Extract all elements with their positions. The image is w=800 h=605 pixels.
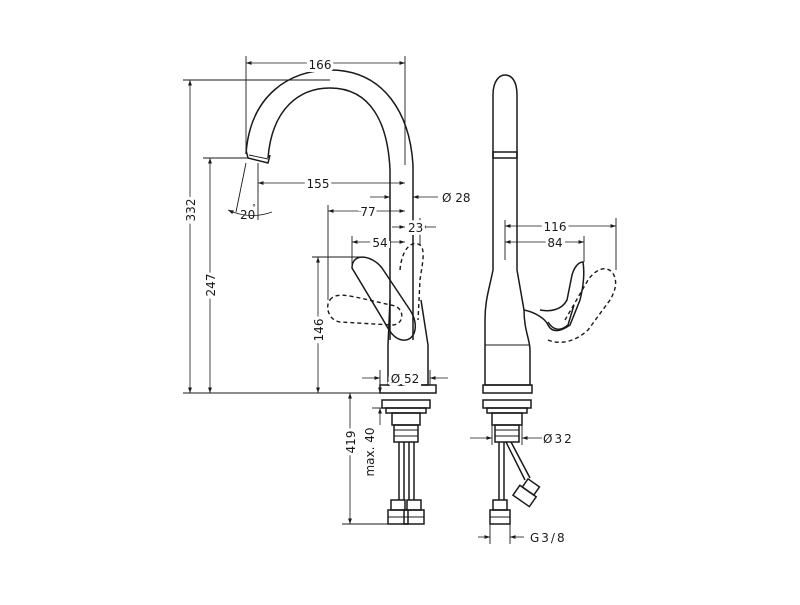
hose-fitting-right: [403, 499, 425, 525]
side-body: [484, 269, 531, 386]
dim-419-label: 419: [344, 431, 358, 454]
front-view: 166 332 247 155 20 ° 77 54 Ø 28: [181, 55, 471, 525]
dim-dia-52-label: Ø 52: [391, 372, 420, 386]
dim-54-label: 54: [372, 236, 387, 250]
dim-146-label: 146: [312, 319, 326, 342]
lever-handle: [351, 256, 417, 341]
hose-fitting-left: [387, 499, 409, 525]
base-plate: [379, 384, 437, 394]
dim-dia-28-label: Ø 28: [442, 191, 471, 205]
degree-mark: °: [252, 203, 256, 212]
dim-thread-label: G3/8: [530, 531, 567, 545]
aerator-nozzle: [245, 149, 271, 164]
lever-alt-position: [327, 294, 403, 326]
dim-23-label: 23: [408, 221, 423, 235]
dim-332-label: 332: [184, 199, 198, 222]
side-lever-alt: [547, 268, 617, 343]
side-hose-fitting-straight: [489, 499, 511, 525]
side-view: 116 84 Ø32 G3/8: [470, 74, 617, 545]
dim-84-label: 84: [547, 236, 562, 250]
side-lever: [523, 261, 585, 332]
side-hose-fitting-angled: [511, 477, 541, 508]
side-aerator: [492, 151, 518, 159]
spout-outer: [245, 69, 414, 340]
dim-116-label: 116: [544, 220, 567, 234]
dim-155-label: 155: [307, 177, 330, 191]
lever-alt-position-up: [399, 243, 424, 321]
dim-166-label: 166: [309, 58, 332, 72]
side-base-plate: [482, 384, 533, 394]
dim-max-40-label: max. 40: [363, 427, 377, 476]
dim-77-label: 77: [360, 205, 375, 219]
spout-inner: [267, 87, 391, 340]
dim-247-label: 247: [204, 274, 218, 297]
side-spout: [492, 74, 518, 270]
dim-angle-20-label: 20: [240, 208, 255, 222]
dim-dia-32-label: Ø32: [543, 432, 574, 446]
side-lever-grip: [547, 304, 575, 330]
